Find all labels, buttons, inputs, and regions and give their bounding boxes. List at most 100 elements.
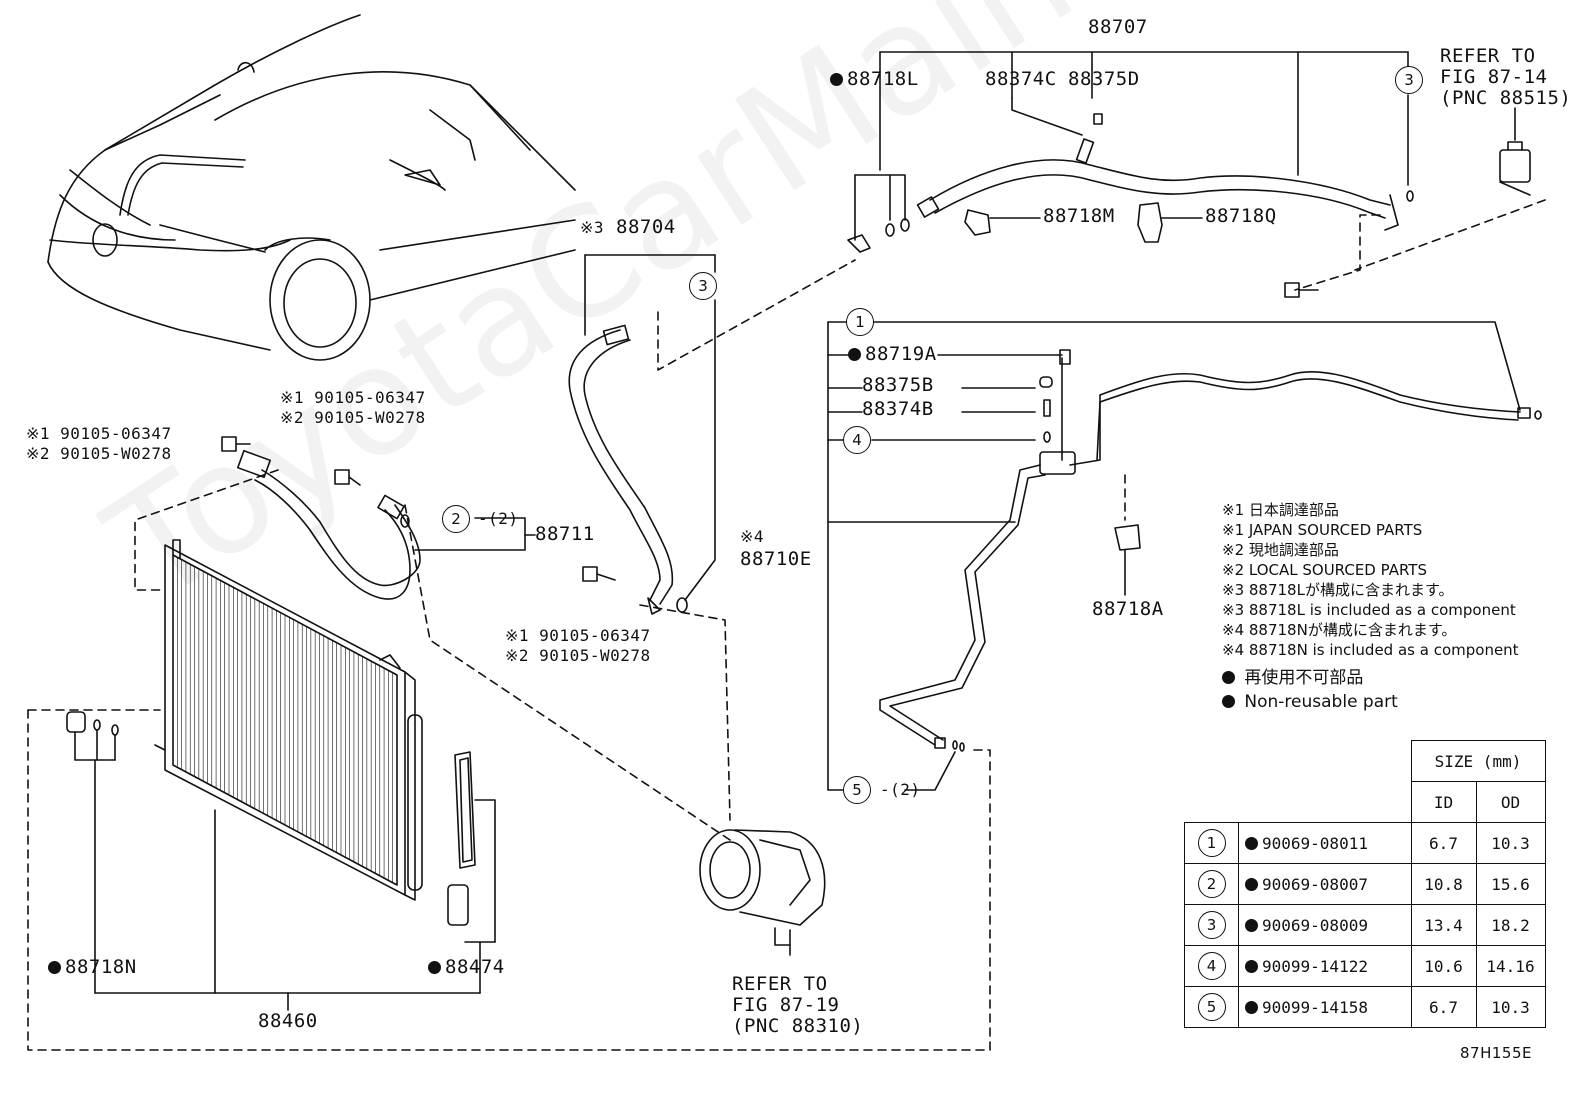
- row-number: 3: [1197, 911, 1226, 939]
- size-table-header-od: OD: [1475, 781, 1546, 823]
- dashed-leaders: [27, 199, 1546, 1051]
- non-reusable-dot: [1245, 836, 1258, 850]
- legend-item: ※1 JAPAN SOURCED PARTS: [1222, 521, 1423, 539]
- part-number: 90099-14158: [1238, 986, 1412, 1028]
- legend-item: 再使用不可部品: [1222, 666, 1519, 690]
- outer-diameter: 18.2: [1475, 904, 1546, 946]
- outer-diameter: 14.16: [1475, 945, 1546, 987]
- label-88718L: 88718L: [830, 70, 919, 89]
- label-88719A: 88719A: [848, 345, 937, 364]
- car-illustration: [47, 14, 576, 361]
- size-table: SIZE (mm) ID OD 1 90069-08011 6.7 10.3 2…: [1184, 740, 1546, 1028]
- callout-4: 4: [843, 426, 871, 454]
- clamp-88718M: [964, 209, 1041, 236]
- part-number: 90069-08007: [1238, 863, 1412, 905]
- non-reusable-dot: [1245, 1000, 1258, 1014]
- label-88374B: 88374B: [862, 398, 934, 420]
- label-88718N: 88718N: [48, 958, 137, 977]
- hose-88704: [568, 254, 716, 615]
- clamp-88718Q: [1137, 202, 1203, 243]
- compressor: [699, 829, 826, 956]
- condenser-fins: [172, 554, 398, 886]
- callout-3: 3: [689, 272, 717, 300]
- hose-88707: [847, 51, 1414, 253]
- label-88374C: 88374C: [985, 68, 1057, 90]
- non-reusable-dot: [1245, 959, 1258, 973]
- non-reusable-dot: [1222, 671, 1235, 684]
- legend-item: Non-reusable part: [1222, 690, 1519, 714]
- non-reusable-dot: [428, 961, 441, 974]
- label-bolt-left: ※1 90105-06347※2 90105-W0278: [26, 424, 172, 463]
- label-88460: 88460: [258, 1010, 318, 1032]
- row-number: 5: [1197, 993, 1226, 1021]
- table-row: 5 90099-14158 6.7 10.3: [1184, 986, 1546, 1028]
- label-88704: ※3 88704: [580, 216, 676, 238]
- filter-88474: [447, 751, 496, 943]
- o-rings-88718N: [66, 711, 119, 994]
- label-88718M: 88718M: [1043, 205, 1115, 227]
- legend-item: ※2 現地調達部品: [1222, 541, 1339, 559]
- label-88707: 88707: [1088, 16, 1148, 38]
- label-88711: 88711: [535, 523, 595, 545]
- bolts: [221, 436, 616, 582]
- bolt-88707: [1284, 282, 1319, 298]
- inner-diameter: 10.6: [1410, 945, 1477, 987]
- callout-3: 3: [1395, 66, 1423, 94]
- label-88718A: 88718A: [1092, 598, 1164, 620]
- non-reusable-dot: [848, 348, 861, 361]
- legend-item: ※3 88718Lが構成に含まれます。: [1222, 581, 1454, 599]
- legend-item: ※2 LOCAL SOURCED PARTS: [1222, 561, 1427, 579]
- non-reusable-dot: [1245, 918, 1258, 932]
- part-number: 90069-08009: [1238, 904, 1412, 946]
- label-88474: 88474: [428, 958, 505, 977]
- label-bolt-middle: ※1 90105-06347※2 90105-W0278: [505, 626, 651, 665]
- non-reusable-dot: [1245, 877, 1258, 891]
- hose-88711: [236, 449, 536, 600]
- callout-1: 1: [846, 308, 874, 336]
- label-88718Q: 88718Q: [1205, 205, 1277, 227]
- pressure-switch-part: [1499, 107, 1531, 196]
- table-row: 2 90069-08007 10.8 15.6: [1184, 863, 1546, 905]
- inner-diameter: 13.4: [1410, 904, 1477, 946]
- callout-5: 5: [843, 776, 871, 804]
- legend-item: ※4 88718Nが構成に含まれます。: [1222, 621, 1457, 639]
- size-table-header-id: ID: [1410, 781, 1477, 823]
- outer-diameter: 15.6: [1475, 863, 1546, 905]
- quantity-callout-2: -(2): [478, 509, 519, 528]
- legend-item: ※4 88718N is included as a component: [1222, 641, 1519, 659]
- row-number: 1: [1197, 829, 1226, 857]
- part-number: 90099-14122: [1238, 945, 1412, 987]
- label-88375D: 88375D: [1068, 68, 1140, 90]
- inner-diameter: 10.8: [1410, 863, 1477, 905]
- legend-item: ※3 88718L is included as a component: [1222, 601, 1516, 619]
- table-row: 4 90099-14122 10.6 14.16: [1184, 945, 1546, 987]
- bracket-88460: [94, 809, 481, 1011]
- label-88375B: 88375B: [862, 374, 934, 396]
- row-number: 2: [1197, 870, 1226, 898]
- label-bolt-upper: ※1 90105-06347※2 90105-W0278: [280, 388, 426, 427]
- non-reusable-dot: [830, 73, 843, 86]
- inner-diameter: 6.7: [1410, 986, 1477, 1028]
- part-number: 90069-08011: [1238, 822, 1412, 864]
- legend-item: ※1 日本調達部品: [1222, 501, 1339, 519]
- non-reusable-dot: [1222, 695, 1235, 708]
- outer-diameter: 10.3: [1475, 822, 1546, 864]
- table-row: 3 90069-08009 13.4 18.2: [1184, 904, 1546, 946]
- row-number: 4: [1197, 952, 1226, 980]
- size-table-title: SIZE (mm): [1410, 740, 1546, 782]
- quantity-callout-5: -(2): [880, 780, 921, 799]
- non-reusable-dot: [48, 961, 61, 974]
- tube-88710E: [827, 321, 1542, 791]
- inner-diameter: 6.7: [1410, 822, 1477, 864]
- outer-diameter: 10.3: [1475, 986, 1546, 1028]
- figure-code: 87H155E: [1460, 1044, 1532, 1062]
- table-row: 1 90069-08011 6.7 10.3: [1184, 822, 1546, 864]
- legend: ※1 日本調達部品 ※1 JAPAN SOURCED PARTS ※2 現地調達…: [1222, 500, 1519, 714]
- condenser-88460: [154, 539, 423, 901]
- callout-2: 2: [442, 505, 470, 533]
